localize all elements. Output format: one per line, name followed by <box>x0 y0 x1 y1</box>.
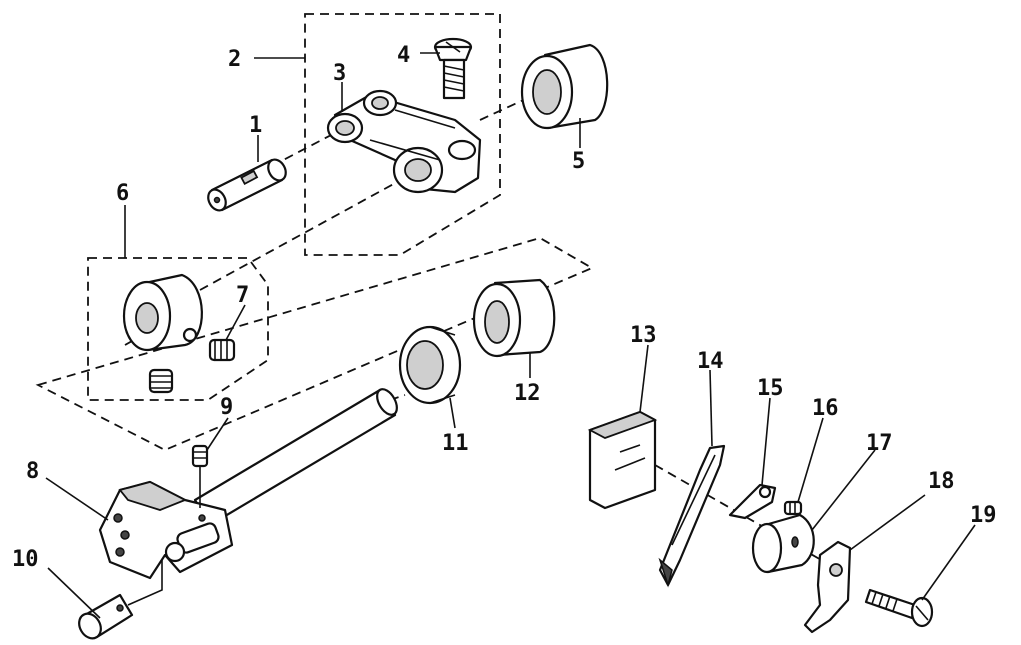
callout-11: 11 <box>442 431 469 456</box>
axis-line-middle <box>199 174 411 291</box>
callout-1: 1 <box>249 113 262 138</box>
part-19-long-screw <box>864 588 934 628</box>
part-8-crank-body <box>98 480 234 580</box>
callout-13: 13 <box>630 323 657 348</box>
main-shaft <box>193 388 398 527</box>
callout-3: 3 <box>333 61 346 86</box>
part-11-ring <box>398 325 462 405</box>
callout-9: 9 <box>220 395 233 420</box>
callout-7: 7 <box>236 283 249 308</box>
callout-14: 14 <box>697 349 724 374</box>
part-18-plate <box>803 540 852 634</box>
part-7-set-screw <box>208 338 236 362</box>
callout-18: 18 <box>928 469 955 494</box>
leader-11 <box>449 397 456 429</box>
leader-10 <box>47 567 101 619</box>
callout-2: 2 <box>228 47 241 72</box>
leader-14 <box>709 369 713 447</box>
callout-10: 10 <box>12 547 39 572</box>
callout-4: 4 <box>397 43 410 68</box>
leader-7 <box>225 304 246 341</box>
part-1-pin <box>207 158 287 212</box>
part-15-bracket <box>728 483 777 520</box>
leader-19 <box>921 524 976 601</box>
callout-5: 5 <box>572 149 585 174</box>
leader-13 <box>639 344 649 413</box>
callout-16: 16 <box>812 396 839 421</box>
callout-15: 15 <box>757 376 784 401</box>
callout-12: 12 <box>514 381 541 406</box>
callout-8: 8 <box>26 459 39 484</box>
part-17-cylinder <box>751 513 815 574</box>
leader-8 <box>45 477 109 521</box>
part-4-screw <box>433 37 473 100</box>
leader-17 <box>811 449 876 531</box>
callout-19: 19 <box>970 503 997 528</box>
callout-17: 17 <box>866 431 893 456</box>
shaft-subassembly-outline <box>35 237 595 451</box>
part-14-blade <box>658 444 726 588</box>
leader-18 <box>849 494 926 551</box>
leader-9 <box>206 417 229 451</box>
part-16-tiny-screw <box>783 500 803 516</box>
part-6-collar <box>122 273 203 352</box>
part-12-bushing <box>472 278 556 358</box>
part-5-bushing <box>520 43 609 130</box>
callout-6: 6 <box>116 181 129 206</box>
part-9-small-screw <box>191 444 209 508</box>
leader-10-to-body <box>127 560 163 606</box>
leader-16 <box>797 417 824 503</box>
part-13-block <box>587 410 658 510</box>
part-10-pin <box>78 593 134 640</box>
leader-15 <box>761 397 771 486</box>
part-3-arm-link <box>326 89 482 194</box>
part-7-set-screw-second <box>148 368 174 394</box>
